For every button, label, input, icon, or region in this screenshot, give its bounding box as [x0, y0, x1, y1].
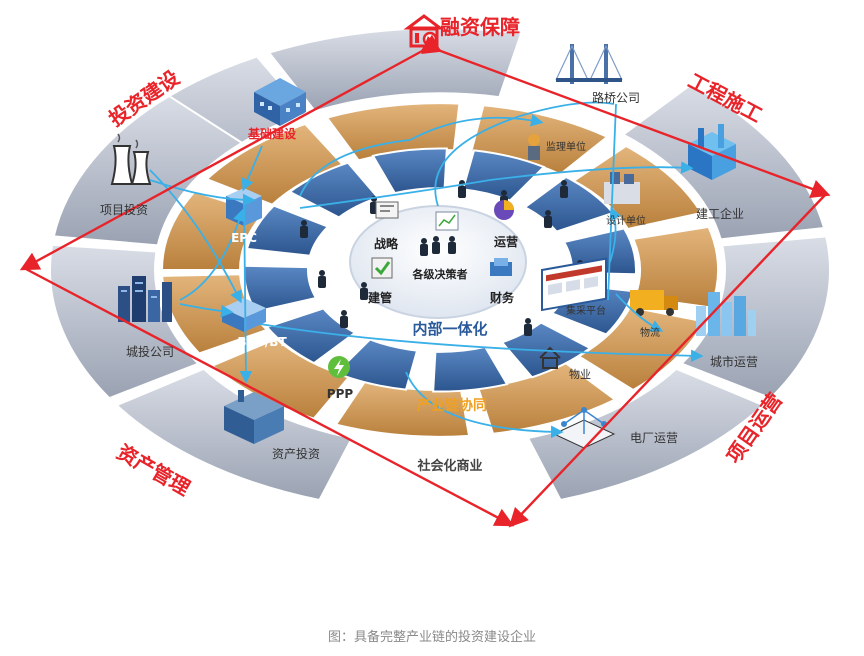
city-building-icon — [118, 276, 172, 322]
red-diamond-frame — [19, 34, 831, 528]
person-figure — [318, 270, 326, 288]
label-property: 物业 — [569, 367, 591, 381]
label-industry-chain-collaboration: 产业链协同 — [417, 397, 487, 414]
truck-icon — [630, 290, 678, 316]
person-figure — [360, 282, 368, 300]
label-supervision-unit: 监理单位 — [546, 140, 586, 153]
person-figure — [300, 220, 308, 238]
label-power-plant-operation: 电厂运营 — [630, 431, 678, 445]
label-finance: 财务 — [489, 290, 515, 305]
label-road-bridge-company: 路桥公司 — [592, 90, 640, 105]
strategy-icon — [375, 201, 399, 219]
blue-tile-8 — [432, 345, 509, 393]
finance-icon — [490, 258, 512, 276]
power-grid-icon — [552, 407, 616, 449]
industry-chain-diagram: 融资保障 投资建设 工程施工 资产管理 项目运营 基础建设 项目投资 城投公司 … — [19, 14, 831, 528]
label-logistics: 物流 — [640, 326, 660, 339]
city-skyline-icon — [696, 292, 756, 336]
label-procurement-platform: 集采平台 — [566, 304, 606, 317]
chart-board-icon — [435, 211, 459, 231]
label-strategy: 战略 — [374, 236, 399, 251]
label-epc: EPC — [231, 231, 257, 245]
bridge-icon — [555, 44, 623, 84]
person-figure — [524, 318, 532, 336]
label-city-investment-company: 城投公司 — [126, 344, 174, 359]
person-figure — [448, 236, 456, 254]
blue-tile-10 — [265, 307, 358, 365]
person-figure — [458, 180, 466, 198]
label-internal-integration: 内部一体化 — [412, 320, 487, 338]
orange-tile-6 — [576, 305, 706, 392]
figure-caption: 图：具备完整产业链的投资建设企业 — [327, 630, 536, 645]
person-figure — [560, 180, 568, 198]
person-figure — [420, 238, 428, 256]
supervisor-icon — [528, 134, 540, 160]
label-construction-company: 建工企业 — [696, 206, 744, 221]
label-operation: 运营 — [494, 234, 518, 249]
label-asset-investment: 资产投资 — [272, 446, 320, 461]
procurement-platform-icon — [541, 257, 607, 312]
corner-label-financing: 融资保障 — [440, 15, 520, 39]
construction-management-icon — [371, 257, 393, 279]
person-figure — [432, 236, 440, 254]
warehouse-icon — [224, 390, 284, 444]
label-city-operation: 城市运营 — [710, 354, 758, 369]
person-figure — [544, 210, 552, 228]
label-bot-bt: BOT/BT — [237, 335, 287, 349]
outer-tile-4 — [526, 367, 766, 502]
person-figure — [340, 310, 348, 328]
property-icon — [539, 346, 561, 369]
label-basic-construction: 基础建设 — [247, 126, 297, 141]
label-project-investment: 项目投资 — [100, 202, 148, 217]
operation-icon — [494, 200, 514, 220]
label-ppp: PPP — [327, 387, 354, 401]
label-social-business: 社会化商业 — [416, 458, 482, 474]
label-decision-makers: 各级决策者 — [412, 267, 468, 281]
ppp-energy-icon — [328, 356, 350, 378]
label-design-unit: 设计单位 — [606, 214, 646, 227]
outer-tile-1 — [267, 27, 523, 113]
blue-tile-9 — [334, 338, 419, 391]
label-construction-management: 建管 — [367, 290, 392, 305]
